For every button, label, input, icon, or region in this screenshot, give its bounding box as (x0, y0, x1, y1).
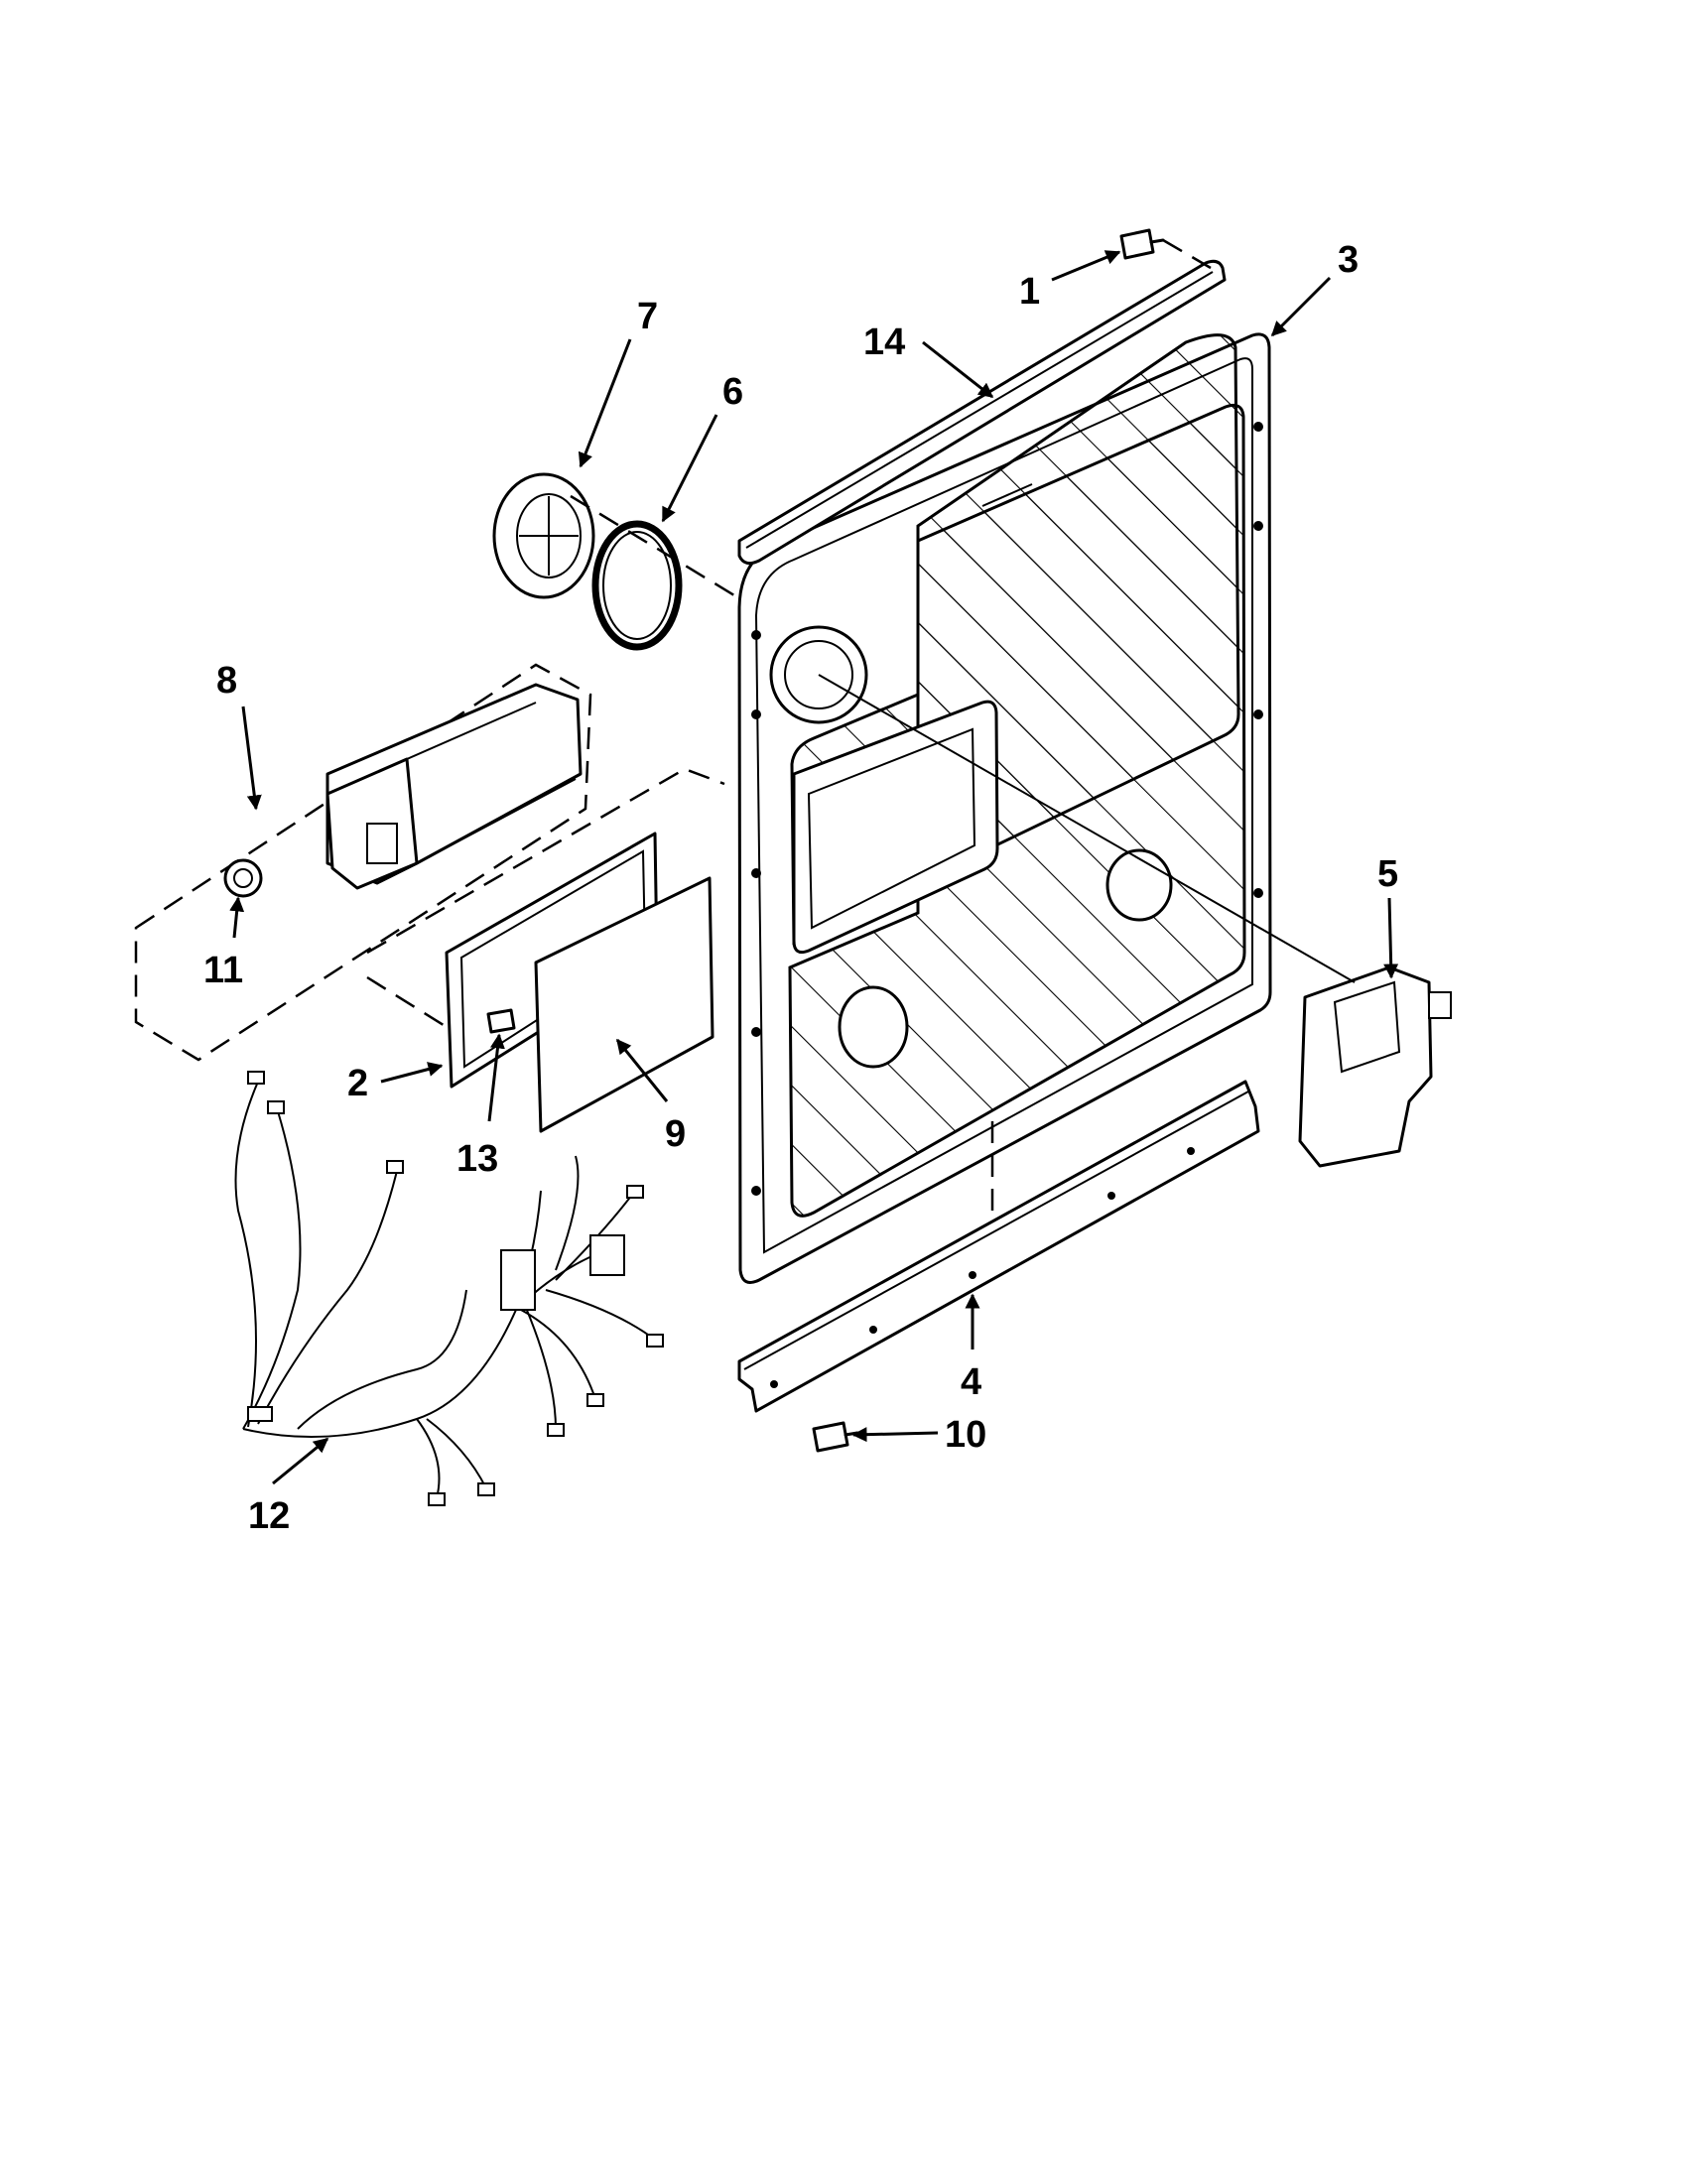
screw-13 (486, 1008, 516, 1034)
callout-13: 13 (456, 1138, 498, 1180)
plate-to-panel-dash (366, 975, 448, 1029)
callout-6: 6 (722, 371, 743, 413)
cover-plate (534, 876, 714, 1133)
callout-11: 11 (203, 950, 243, 991)
callout-10: 10 (945, 1414, 986, 1456)
callout-8: 8 (216, 660, 237, 702)
latch-assembly (134, 663, 592, 1062)
inner-door-panel (737, 332, 1272, 1284)
top-trim-strip (737, 259, 1227, 566)
callout-4: 4 (961, 1361, 981, 1403)
screw-bottom (812, 1421, 859, 1453)
vent-duct-line (818, 674, 1356, 983)
latch-to-panel-dash (366, 767, 725, 955)
gasket-ring (591, 520, 683, 651)
bottom-trim-rail (737, 1080, 1260, 1413)
screw-top (1119, 228, 1165, 260)
callout-3: 3 (1338, 239, 1359, 281)
callout-14: 14 (863, 321, 905, 363)
callout-1: 1 (1019, 271, 1040, 313)
plunger-button (223, 858, 263, 898)
callout-5: 5 (1377, 853, 1398, 895)
vent-cover (492, 472, 595, 599)
callout-2: 2 (347, 1063, 368, 1104)
wire-harness (234, 1071, 664, 1506)
callout-9: 9 (665, 1113, 686, 1155)
callout-12: 12 (248, 1495, 290, 1537)
screw-1-dash (1162, 238, 1212, 270)
vent-duct (1298, 965, 1452, 1168)
callout-7: 7 (637, 296, 658, 337)
